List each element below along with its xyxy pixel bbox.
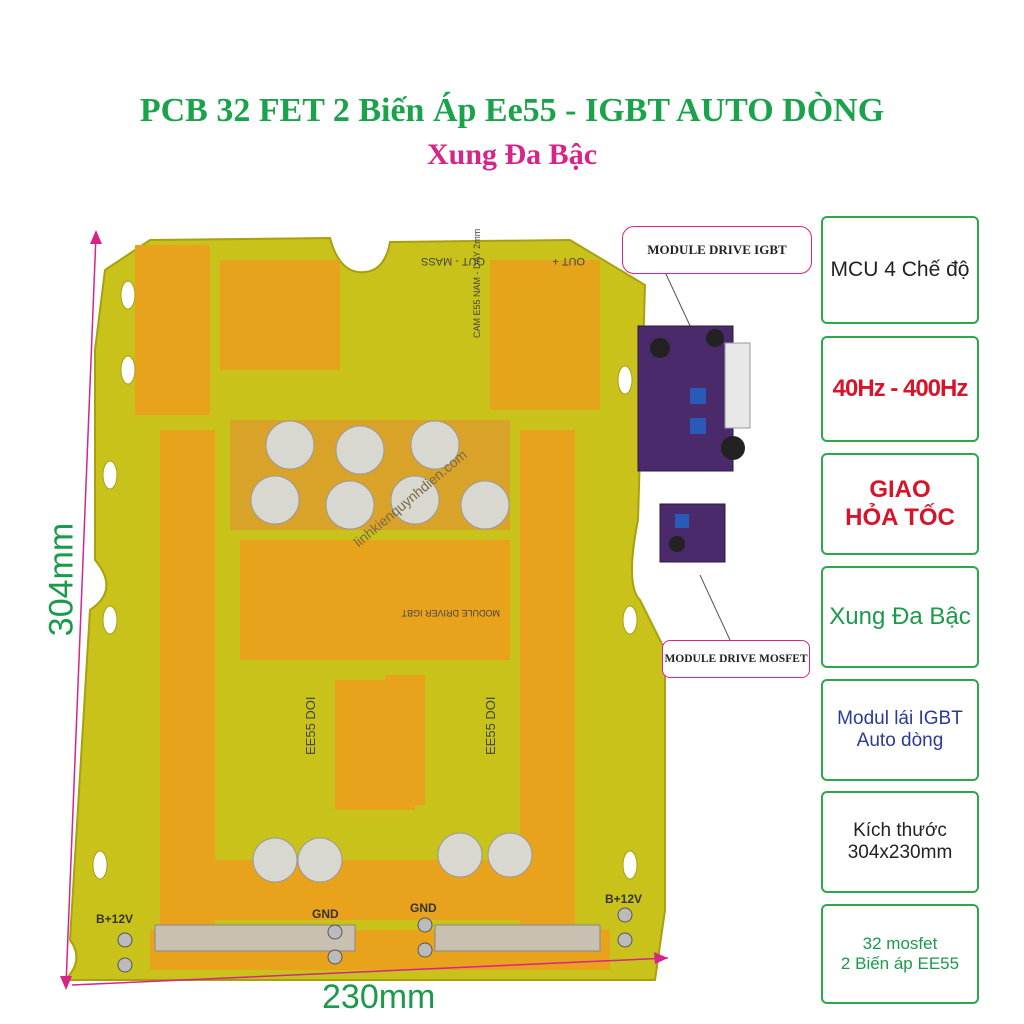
feature-box-igbt: Modul lái IGBT Auto dòng (821, 679, 979, 781)
callout-module-drive-igbt: MODULE DRIVE IGBT (622, 226, 812, 274)
mounting-holes (92, 280, 638, 880)
mosfet-module-image (659, 503, 726, 563)
igbt-module-image (637, 325, 751, 472)
pcb-label-gnd-left: GND (312, 907, 339, 921)
pin-header-grid (335, 675, 425, 810)
width-dimension-label: 230mm (322, 978, 436, 1016)
pcb-label-ee55-right: EE55 DOI (483, 696, 498, 755)
feature-text: HỎA TỐC (845, 504, 955, 531)
feature-text: MCU 4 Chế độ (830, 258, 970, 281)
pcb-label-b12-right: B+12V (605, 892, 642, 906)
capacitor-pads (250, 420, 533, 883)
copper-top-right (490, 260, 600, 410)
feature-text: Modul lái IGBT (837, 708, 963, 729)
terminal-posts (117, 907, 633, 973)
pcb-label-cam: CAM E55 NAM - DAY 2mm (472, 229, 482, 338)
page-subtitle: Xung Đa Bậc (426, 138, 598, 171)
copper-driver-area (240, 540, 510, 660)
feature-text: 40Hz - 400Hz (832, 375, 969, 402)
feature-box-shipping: GIAO HỎA TỐC (821, 453, 979, 555)
metal-bar-right (434, 924, 601, 952)
feature-text: Kích thước (853, 820, 947, 841)
pcb-label-module-driver: MODULE DRIVER IGBT (401, 608, 500, 618)
height-dimension-label: 304mm (42, 522, 81, 637)
callout-module-drive-mosfet: MODULE DRIVE MOSFET (662, 640, 810, 678)
feature-text: Auto dòng (856, 730, 944, 751)
feature-text: 304x230mm (847, 842, 953, 863)
copper-top-mid (220, 260, 340, 370)
feature-text: 2 Biến áp EE55 (840, 954, 960, 973)
pcb-label-b12-left: B+12V (96, 912, 133, 926)
feature-box-mcu: MCU 4 Chế độ (821, 216, 979, 324)
pcb-label-out-mass: OUT - MASS (421, 255, 485, 267)
feature-box-frequency: 40Hz - 400Hz (821, 336, 979, 442)
feature-text: GIAO (869, 476, 931, 503)
pcb-label-out-plus: OUT + (552, 255, 585, 267)
pcb-label-ee55-left: EE55 DOI (303, 696, 318, 755)
feature-text: Xung Đa Bậc (829, 603, 971, 630)
page-title: PCB 32 FET 2 Biến Áp Ee55 - IGBT AUTO DÒ… (139, 92, 885, 129)
pcb-board-image: OUT - MASS OUT + CAM E55 NAM - DAY 2mm l… (62, 229, 666, 981)
feature-text: 32 mosfet (862, 934, 938, 953)
pcb-label-gnd-right: GND (410, 901, 437, 915)
feature-box-mosfet: 32 mosfet 2 Biến áp EE55 (821, 904, 979, 1004)
metal-bar-left (154, 924, 356, 952)
feature-box-pulse: Xung Đa Bậc (821, 566, 979, 668)
copper-top-left (135, 245, 210, 415)
feature-box-size: Kích thước 304x230mm (821, 791, 979, 893)
